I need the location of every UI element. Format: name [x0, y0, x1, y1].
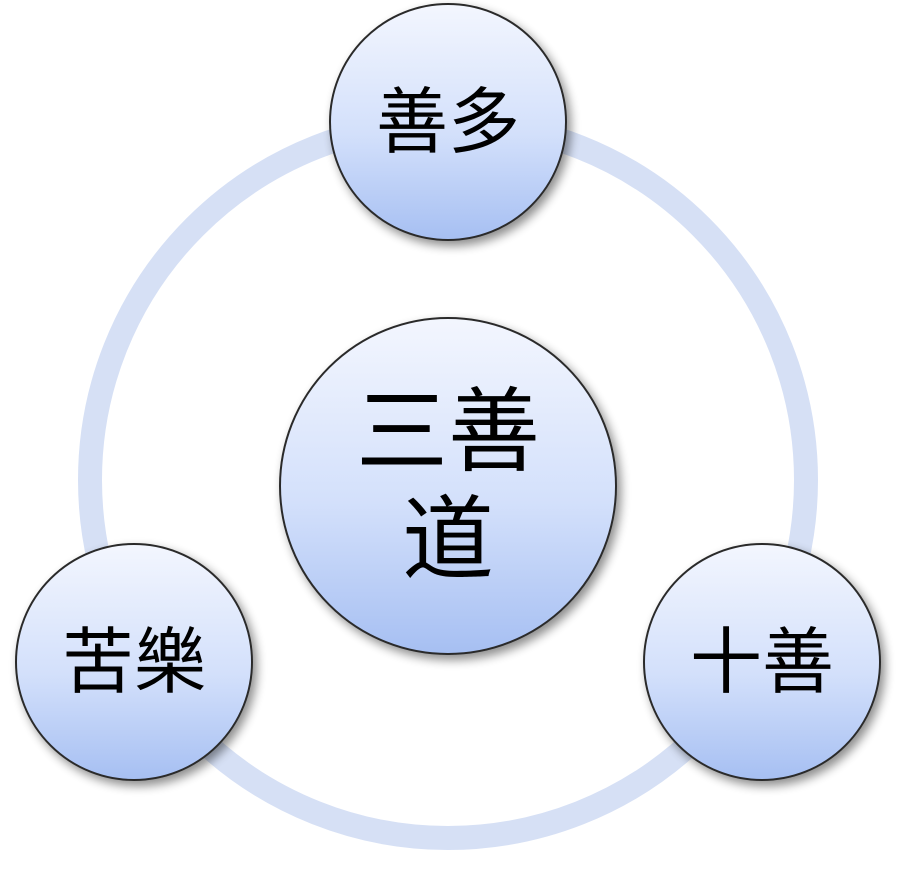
center-node	[279, 317, 617, 655]
bottom-left-node	[15, 543, 253, 781]
bottom-right-node	[643, 543, 881, 781]
bottom-left-node-label: 苦樂	[62, 620, 206, 704]
top-node-label: 善多	[376, 80, 520, 164]
center-label-line1: 三善	[356, 379, 540, 486]
top-node	[329, 3, 567, 241]
bottom-right-node-label: 十善	[690, 620, 834, 704]
center-label-line2: 道	[402, 487, 494, 594]
